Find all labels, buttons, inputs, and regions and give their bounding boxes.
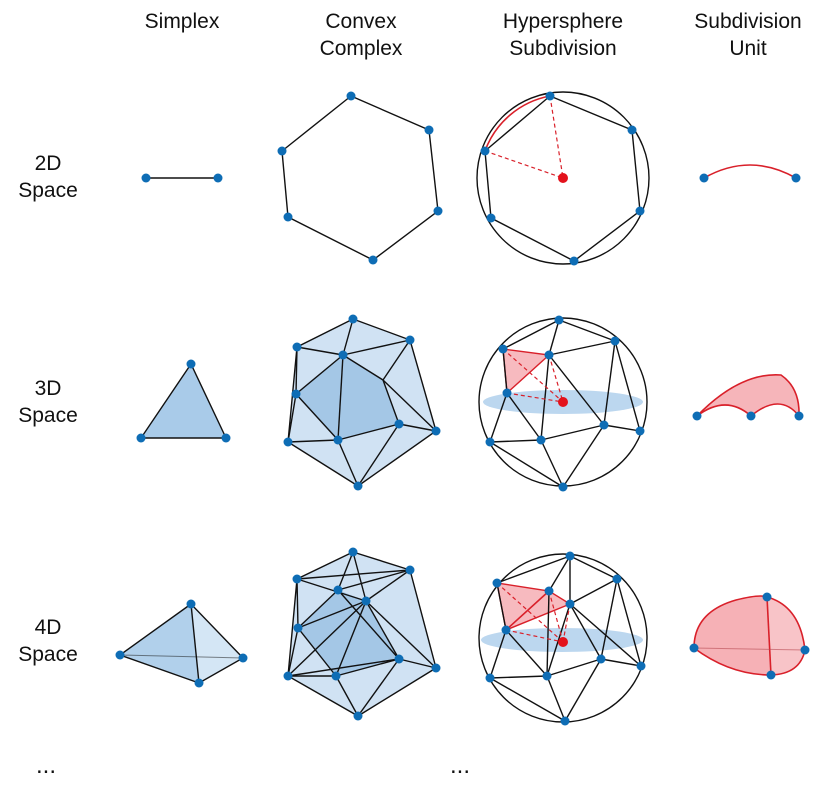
- column-header-simplex: Simplex: [144, 10, 220, 33]
- subdivision-unit-2d-arc: [699, 164, 801, 183]
- continuation-dots-left: ...: [36, 752, 57, 779]
- subdivision-unit-4d-volume: [689, 592, 810, 680]
- subdivision-unit-3d-patch: [692, 374, 804, 421]
- convex-complex-4d-polytope: [283, 547, 441, 721]
- simplex-4d-tetrahedron: [115, 599, 248, 688]
- convex-complex-2d-hexagon: [277, 91, 443, 265]
- continuation-dots-middle: ...: [450, 752, 471, 779]
- convex-complex-3d-polyhedron: [283, 314, 441, 491]
- simplex-3d-triangle: [136, 359, 231, 443]
- hypersphere-subdivision-4d: [478, 551, 648, 726]
- hypersphere-subdivision-3d: [478, 315, 648, 492]
- hypersphere-subdivision-2d: [476, 91, 650, 266]
- simplex-2d-segment: [141, 173, 223, 183]
